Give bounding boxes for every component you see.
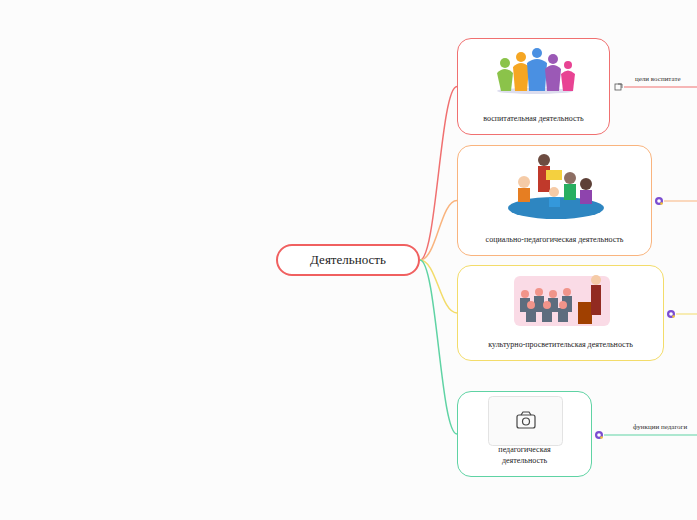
illustration bbox=[514, 272, 610, 328]
leader-line bbox=[624, 87, 697, 88]
topic-box: педагогическая деятельность bbox=[457, 391, 592, 477]
link-icon bbox=[615, 84, 622, 90]
connector-label: цели воспитате bbox=[634, 75, 682, 83]
branch-connector bbox=[420, 87, 457, 261]
topic-box: культурно-просветительская деятельность bbox=[457, 265, 664, 361]
leader-line bbox=[676, 314, 697, 315]
topic-box: социально-педагогическая деятельность bbox=[457, 145, 652, 256]
branch-connector bbox=[420, 201, 457, 261]
central-label: Деятельность bbox=[278, 246, 418, 274]
illustration bbox=[491, 47, 579, 95]
topic-label: культурно-просветительская деятельность bbox=[458, 339, 663, 350]
leader-line bbox=[664, 201, 697, 202]
topic-label: педагогическая деятельность bbox=[489, 444, 561, 466]
image-placeholder bbox=[488, 396, 563, 446]
topic-label: воспитательная деятельность bbox=[458, 113, 609, 124]
connector-label: функции педагоги bbox=[632, 423, 688, 431]
central-topic: Деятельность bbox=[276, 244, 420, 276]
branch-connector bbox=[420, 260, 457, 434]
leader-line bbox=[604, 435, 697, 436]
illustration bbox=[506, 152, 606, 220]
topic-label: социально-педагогическая деятельность bbox=[458, 234, 651, 245]
topic-box: воспитательная деятельность bbox=[457, 38, 610, 135]
